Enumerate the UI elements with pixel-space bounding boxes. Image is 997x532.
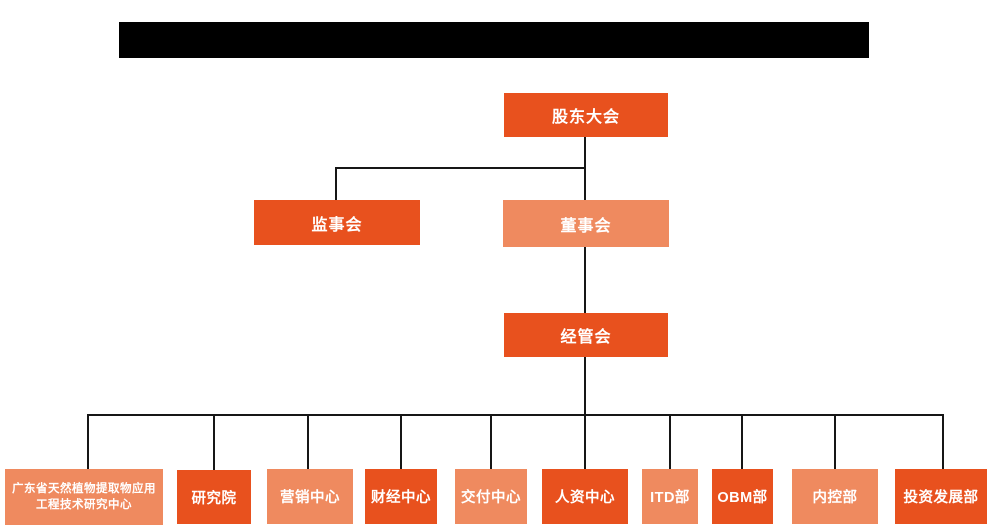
- connector-dept-drop-2: [213, 414, 215, 470]
- node-supervisory-board-label: 监事会: [311, 216, 363, 234]
- dept-node-research-institute: 研究院: [177, 470, 251, 524]
- connector-dept-drop-1: [87, 414, 89, 469]
- connector-dept-drop-9: [834, 414, 836, 469]
- node-board-of-directors: 董事会: [503, 200, 669, 247]
- dept-label: 投资发展部: [903, 490, 979, 506]
- connector-dept-drop-3: [307, 414, 309, 469]
- node-management-committee-label: 经管会: [560, 329, 612, 346]
- connector-dept-drop-4: [400, 414, 402, 469]
- connector-dept-drop-7: [669, 414, 671, 469]
- dept-label: OBM部: [717, 490, 768, 506]
- connector-dept-drop-6: [584, 414, 586, 469]
- dept-node-delivery-center: 交付中心: [455, 469, 527, 524]
- dept-label: 财经中心: [371, 490, 431, 506]
- node-shareholders-meeting: 股东大会: [504, 93, 668, 137]
- dept-label: 内控部: [812, 490, 858, 506]
- node-shareholders-meeting-label: 股东大会: [551, 109, 620, 126]
- dept-node-obm-department: OBM部: [712, 469, 773, 524]
- node-supervisory-board: 监事会: [254, 200, 420, 245]
- dept-label: 研究院: [191, 490, 237, 507]
- connector-directors-management: [584, 247, 586, 313]
- dept-label: 营销中心: [280, 490, 340, 506]
- dept-node-guangdong-plant-extract-research-center: 广东省天然植物提取物应用工程技术研究中心: [5, 469, 163, 525]
- dept-node-investment-development-department: 投资发展部: [895, 469, 987, 524]
- dept-node-marketing-center: 营销中心: [267, 469, 353, 524]
- connector-supervisory-drop: [335, 167, 337, 200]
- connector-management-down: [584, 357, 586, 415]
- dept-label: 广东省天然植物提取物应用工程技术研究中心: [12, 482, 156, 511]
- connector-dept-drop-8: [741, 414, 743, 469]
- connector-level2-horizontal: [335, 167, 586, 169]
- dept-label: ITD部: [650, 490, 690, 506]
- connector-dept-drop-10: [942, 414, 944, 469]
- dept-node-hr-center: 人资中心: [542, 469, 628, 524]
- node-board-of-directors-label: 董事会: [560, 217, 612, 235]
- connector-departments-horizontal: [87, 414, 944, 416]
- redacted-title-bar: [119, 22, 869, 58]
- dept-node-finance-center: 财经中心: [365, 469, 437, 524]
- dept-node-internal-control-department: 内控部: [792, 469, 878, 524]
- node-management-committee: 经管会: [504, 313, 668, 357]
- dept-label: 交付中心: [461, 490, 521, 506]
- connector-dept-drop-5: [490, 414, 492, 469]
- dept-node-itd-department: ITD部: [642, 469, 698, 524]
- dept-label: 人资中心: [555, 490, 615, 506]
